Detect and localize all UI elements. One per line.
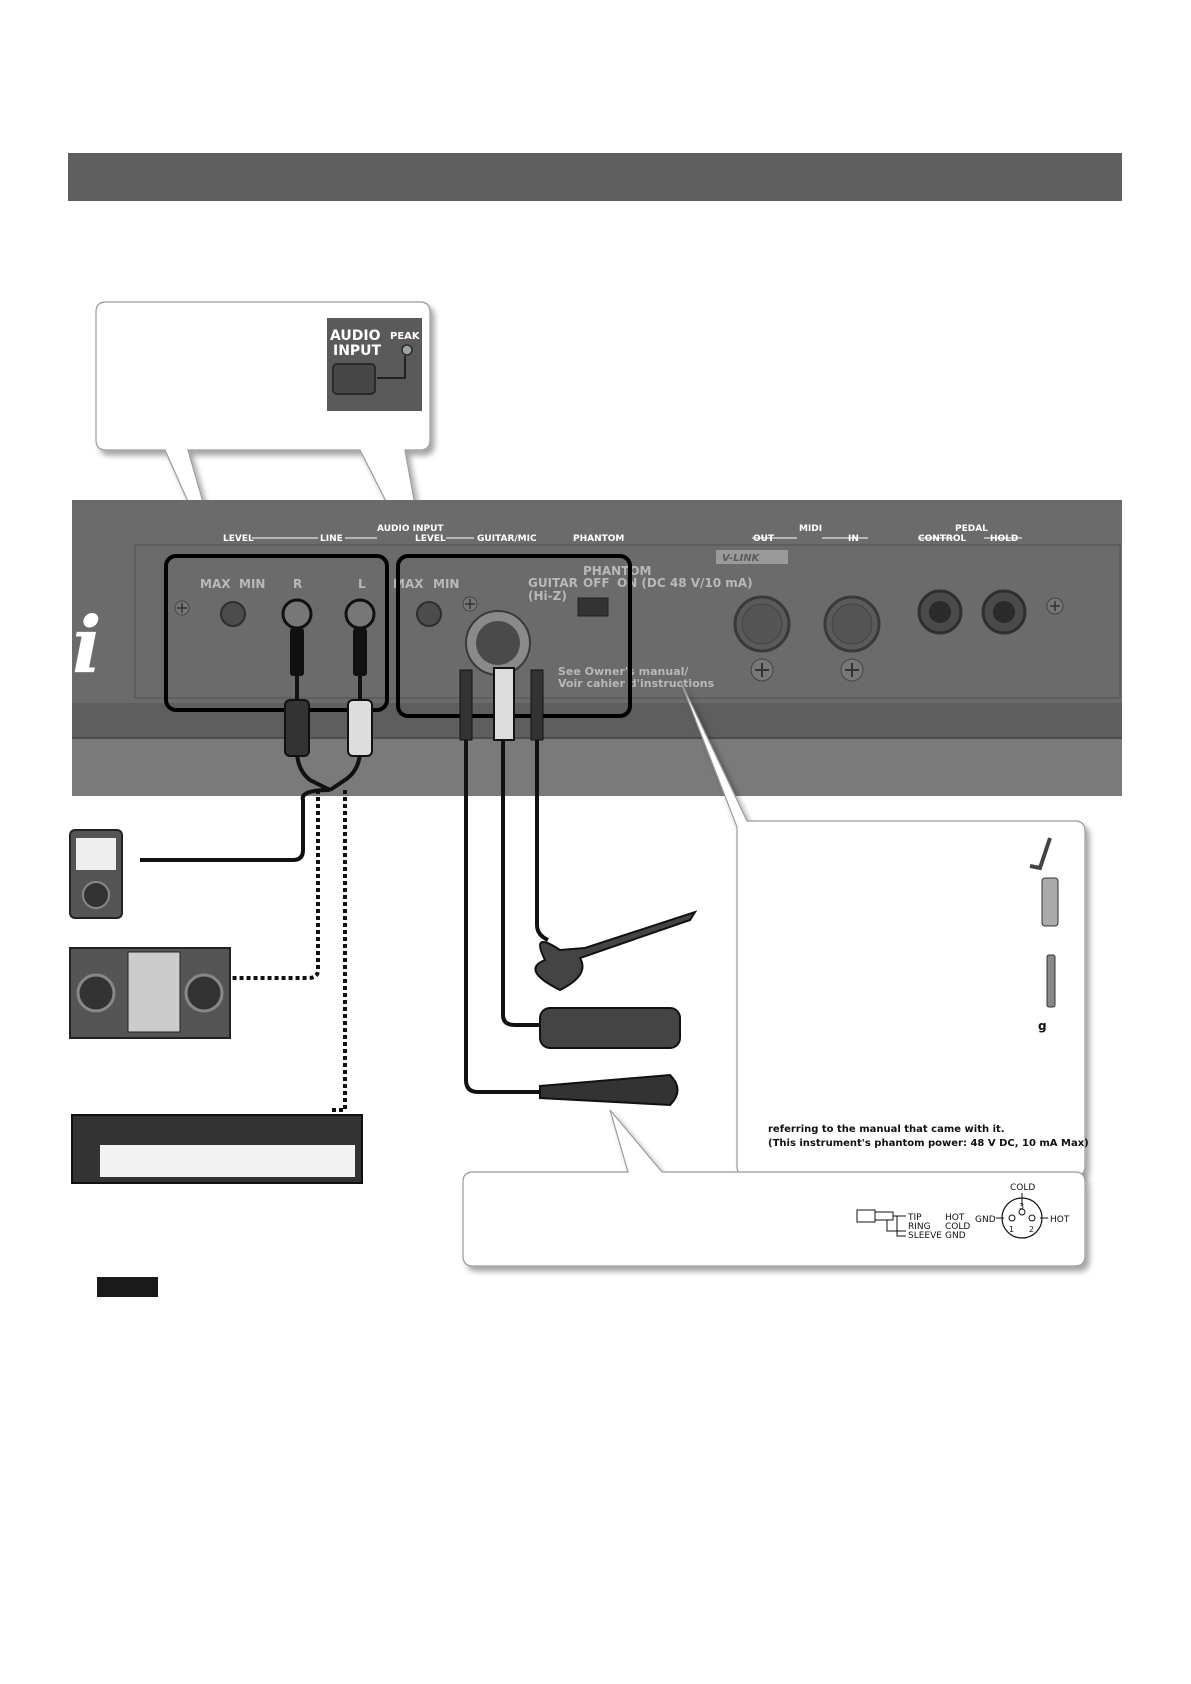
mic-level-knob	[416, 601, 442, 627]
svg-text:2: 2	[1029, 1225, 1034, 1234]
guitar-small-icon	[1029, 837, 1052, 871]
pedal-label: PEDAL	[955, 524, 988, 534]
rca-plug-r	[281, 598, 313, 757]
hiz-label: (Hi-Z)	[528, 589, 567, 603]
dynamic-mic-icon	[539, 1073, 679, 1107]
keyboard-icon	[71, 1114, 363, 1184]
svg-text:RING: RING	[908, 1222, 931, 1232]
svg-text:HOT: HOT	[1050, 1215, 1070, 1225]
inset-audio-label: AUDIO	[330, 328, 381, 344]
svg-text:GND: GND	[945, 1231, 966, 1241]
pedal-hold-label: HOLD	[990, 534, 1018, 544]
svg-text:COLD: COLD	[945, 1222, 970, 1232]
svg-text:GND: GND	[975, 1215, 996, 1225]
audio-input-button-inset: AUDIO INPUT PEAK	[327, 318, 422, 411]
section-header-bar	[68, 153, 1122, 201]
audio-input-header: AUDIO INPUT	[377, 524, 444, 534]
phantom-header-label: PHANTOM	[573, 534, 624, 544]
midi-in-socket-icon	[823, 595, 881, 682]
svg-text:SLEEVE: SLEEVE	[908, 1231, 942, 1241]
phantom-switch-label: PHANTOM	[583, 564, 652, 578]
line-level-knob	[220, 601, 246, 627]
level-left-label: LEVEL	[223, 534, 254, 544]
quarter-inch-plug-2	[530, 669, 544, 741]
glyph-g: g	[1038, 1019, 1047, 1033]
svg-text:COLD: COLD	[1010, 1183, 1035, 1193]
phantom-switch	[577, 597, 609, 617]
phantom-note-line-1: referring to the manual that came with i…	[768, 1124, 1005, 1135]
guitar-mic-label: GUITAR/MIC	[477, 534, 537, 544]
xlr-pin-diagram: COLD GND HOT 1 2 3	[975, 1183, 1070, 1239]
svg-text:V-LINK: V-LINK	[722, 553, 761, 564]
callout-bubble-wiring	[462, 1109, 1086, 1267]
phantom-off-label: OFF	[583, 576, 610, 590]
phantom-on-label: ON (DC 48 V/10 mA)	[617, 576, 753, 590]
rear-panel: i AUDIO INPUT LEVEL LINE LEVEL GUITAR/MI…	[72, 500, 1122, 796]
see-manual-line-1: See Owner's manual/	[558, 665, 689, 678]
mic-guitar-cables	[464, 690, 549, 1094]
audio-input-button-icon	[332, 363, 376, 395]
jack-small-icon	[1046, 954, 1056, 1008]
pedal-control-label: CONTROL	[918, 534, 967, 544]
r-label: R	[293, 577, 302, 591]
peak-led-icon	[401, 344, 413, 356]
max-2-label: MAX	[393, 577, 424, 591]
stereo-system-icon	[69, 947, 231, 1039]
svg-text:3: 3	[1019, 1202, 1024, 1211]
see-manual-line-2: Voir cahier d'instructions	[558, 677, 715, 690]
condenser-mic-icon	[539, 1007, 681, 1049]
guitar-label: GUITAR	[528, 576, 578, 590]
trs-plug-diagram: TIP RING SLEEVE HOT COLD GND	[856, 1209, 970, 1241]
line-input-highlight	[164, 554, 389, 712]
phantom-note-line-2: (This instrument's phantom power: 48 V D…	[768, 1138, 1089, 1149]
level-mid-label: LEVEL	[415, 534, 446, 544]
svg-text:1: 1	[1009, 1225, 1014, 1234]
note-label-badge	[97, 1277, 158, 1297]
inset-peak-label: PEAK	[390, 331, 421, 342]
portable-player-icon	[69, 829, 123, 919]
min-2-label: MIN	[433, 577, 459, 591]
min-1-label: MIN	[239, 577, 265, 591]
svg-text:TIP: TIP	[907, 1213, 922, 1223]
midi-out-label: OUT	[753, 534, 775, 544]
l-label: L	[358, 577, 366, 591]
xlr-small-icon	[1041, 877, 1059, 927]
electric-guitar-icon	[534, 910, 698, 992]
midi-in-label: IN	[848, 534, 859, 544]
midi-label: MIDI	[799, 524, 822, 534]
rca-plug-l	[344, 598, 376, 757]
line-label: LINE	[320, 534, 343, 544]
xlr-plug	[493, 667, 515, 741]
logo-letter: i	[72, 600, 102, 691]
svg-text:HOT: HOT	[945, 1213, 965, 1223]
midi-out-socket-icon	[733, 595, 791, 682]
max-1-label: MAX	[200, 577, 231, 591]
vlink-logo: V-LINK	[716, 550, 788, 564]
quarter-inch-plug-1	[459, 669, 473, 741]
inset-input-label: INPUT	[333, 343, 382, 359]
